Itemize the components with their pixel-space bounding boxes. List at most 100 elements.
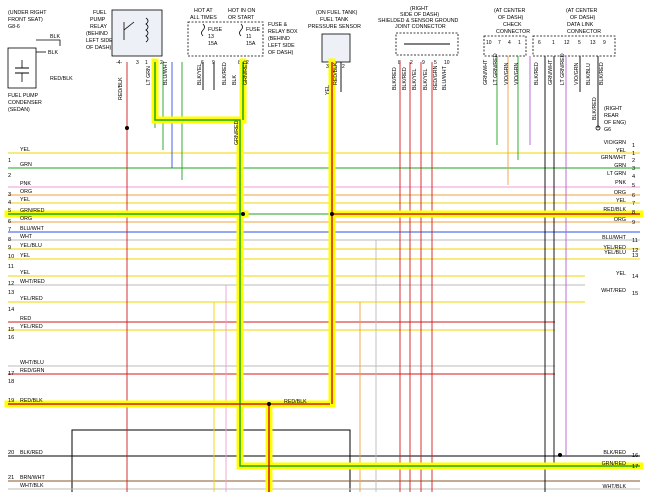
fuse11-3: 15A [246, 41, 256, 47]
relay-coil [145, 17, 149, 43]
left-wire-color-label: WHT/BLU [20, 360, 44, 366]
highlight-wire-1 [154, 62, 640, 467]
right-wire-color-label: VIO/GRN [604, 140, 627, 146]
check-connector: (AT CENTER OF DASH) CHECK CONNECTOR 10 7… [483, 8, 530, 57]
left-wire-column: 1YEL2GRN3PNK4ORG5YEL6GRN/RED7ORG8BLU/WHT… [8, 147, 45, 489]
right-wire-color-label: GRN/RED [602, 461, 627, 467]
fuse11-symbol [239, 23, 243, 37]
left-wire-color-label: WHT [20, 234, 33, 240]
left-wire-number: 7 [8, 227, 11, 233]
left-wire-number: 12 [8, 281, 14, 287]
left-wire-number: 10 [8, 254, 14, 260]
right-wire-number: 7 [632, 201, 635, 207]
junction-dot-4 [267, 402, 271, 406]
vertical-wire-label: BLU/WHT [163, 60, 169, 85]
left-wire-number: 21 [8, 475, 14, 481]
right-wire-color-label: GRN [614, 163, 626, 169]
left-wire-number: 18 [8, 379, 14, 385]
blk-top-label: BLK [50, 34, 60, 40]
relay-pin-1: 1 [145, 60, 148, 66]
joint-label-1: (RIGHT [410, 6, 429, 12]
right-wire-color-label: BLU/WHT [602, 235, 627, 241]
fuse-pin-2: 2 [246, 60, 249, 66]
left-wire-color-label: WHT/RED [20, 279, 45, 285]
right-wire-number: 14 [632, 274, 638, 280]
check-box [483, 35, 527, 57]
g6-label-3: OF ENG) [604, 120, 626, 126]
dlc-pin-5: 5 [578, 40, 581, 46]
right-wire-number: 9 [632, 220, 635, 226]
check-label-3: CHECK [503, 22, 522, 28]
right-wire-number: 1 [632, 151, 635, 157]
right-wire-number: 1 [632, 143, 635, 149]
vertical-wire-label: BLK/YEL [423, 68, 429, 90]
dlc-pin-12: 12 [564, 40, 570, 46]
right-wire-color-label: WHT/BLK [602, 484, 626, 490]
vertical-wire-label: BLK/RED [392, 67, 398, 90]
vertical-wire-label: YEL [325, 85, 331, 95]
junction-dot-2 [241, 212, 245, 216]
right-wire-number: 11 [632, 238, 638, 244]
junction-dot-5 [558, 453, 562, 457]
left-wire-number: 19 [8, 398, 14, 404]
check-pin-4: 4 [508, 40, 511, 46]
sensor-box [321, 33, 351, 63]
check-pin-7: 7 [498, 40, 501, 46]
shielded-joint-connector: (RIGHT SIDE OF DASH) SHIELDED & SENSOR G… [378, 6, 459, 66]
relay-label-5: LEFT SIDE [86, 38, 113, 44]
left-wire-number: 14 [8, 307, 14, 313]
condenser-label-5: CONDENSER [8, 100, 42, 106]
dlc-label-4: CONNECTOR [567, 29, 601, 35]
left-wire-number: 16 [8, 335, 14, 341]
fuse-box-label-5: OF DASH) [268, 50, 294, 56]
relay-label-3: RELAY [90, 24, 107, 30]
right-wire-number: 4 [632, 174, 635, 180]
joint-pin-9: 9 [422, 60, 425, 66]
check-pin-10: 10 [486, 40, 492, 46]
vertical-wire-label: GRN/RED [234, 120, 240, 145]
hot-all-times-1: HOT AT [194, 8, 213, 14]
left-wire-color-label: BLU/WHT [20, 226, 45, 232]
right-wire-color-label: ORG [614, 217, 626, 223]
hot-all-times-2: ALL TIMES [190, 15, 217, 21]
left-wire-color-label: GRN [20, 162, 32, 168]
right-wire-color-label: YEL [616, 198, 626, 204]
right-wire-color-label: YEL/RED [603, 245, 626, 251]
left-wire-color-label: YEL [20, 147, 30, 153]
right-wire-color-label: BLK/RED [603, 450, 626, 456]
right-wire-number: 8 [632, 210, 635, 216]
hot-in-on-2: OR START [228, 15, 255, 21]
vertical-wire-label: BLK/YEL [197, 63, 203, 85]
fuse-pin-9: 9 [212, 60, 215, 66]
dlc-label-3: DATA LINK [567, 22, 594, 28]
sensor-label-2: FUEL TANK [320, 17, 349, 23]
vertical-wire-label: RED/GRN [433, 65, 439, 90]
relay-box [111, 9, 163, 57]
dlc-pin-13: 13 [590, 40, 596, 46]
sensor-label-1: (ON FUEL TANK) [316, 10, 358, 16]
left-wire-number: 5 [8, 208, 11, 214]
joint-pin-8: 8 [398, 60, 401, 66]
vertical-wire-label: BLK/YEL [412, 68, 418, 90]
fuse-box-label-1: FUSE & [268, 22, 288, 28]
vertical-wire-label: GRN/WHT [483, 59, 489, 85]
left-wire-color-label: ORG [20, 189, 32, 195]
fuse-box-outline [187, 21, 264, 57]
left-wire-number: 11 [8, 264, 14, 270]
left-wire-number: 9 [8, 245, 11, 251]
bottom-box-outline [71, 429, 351, 492]
fuel-pump-relay: FUEL PUMP RELAY (BEHIND LEFT SIDE OF DAS… [86, 9, 163, 66]
check-label-4: CONNECTOR [496, 29, 530, 35]
left-wire-number: 20 [8, 450, 14, 456]
left-wire-number: 17 [8, 371, 14, 377]
right-wire-color-label: YEL [616, 148, 626, 154]
left-wire-number: 2 [8, 173, 11, 179]
g6-label-4: G6 [604, 127, 611, 133]
right-wire-number: 13 [632, 253, 638, 259]
fuse-box-label-4: LEFT SIDE [268, 43, 295, 49]
data-link-connector: (AT CENTER OF DASH) DATA LINK CONNECTOR … [532, 8, 616, 57]
left-wire-color-label: RED/GRN [20, 368, 45, 374]
vertical-wire-label: BLK/RED [599, 62, 605, 85]
